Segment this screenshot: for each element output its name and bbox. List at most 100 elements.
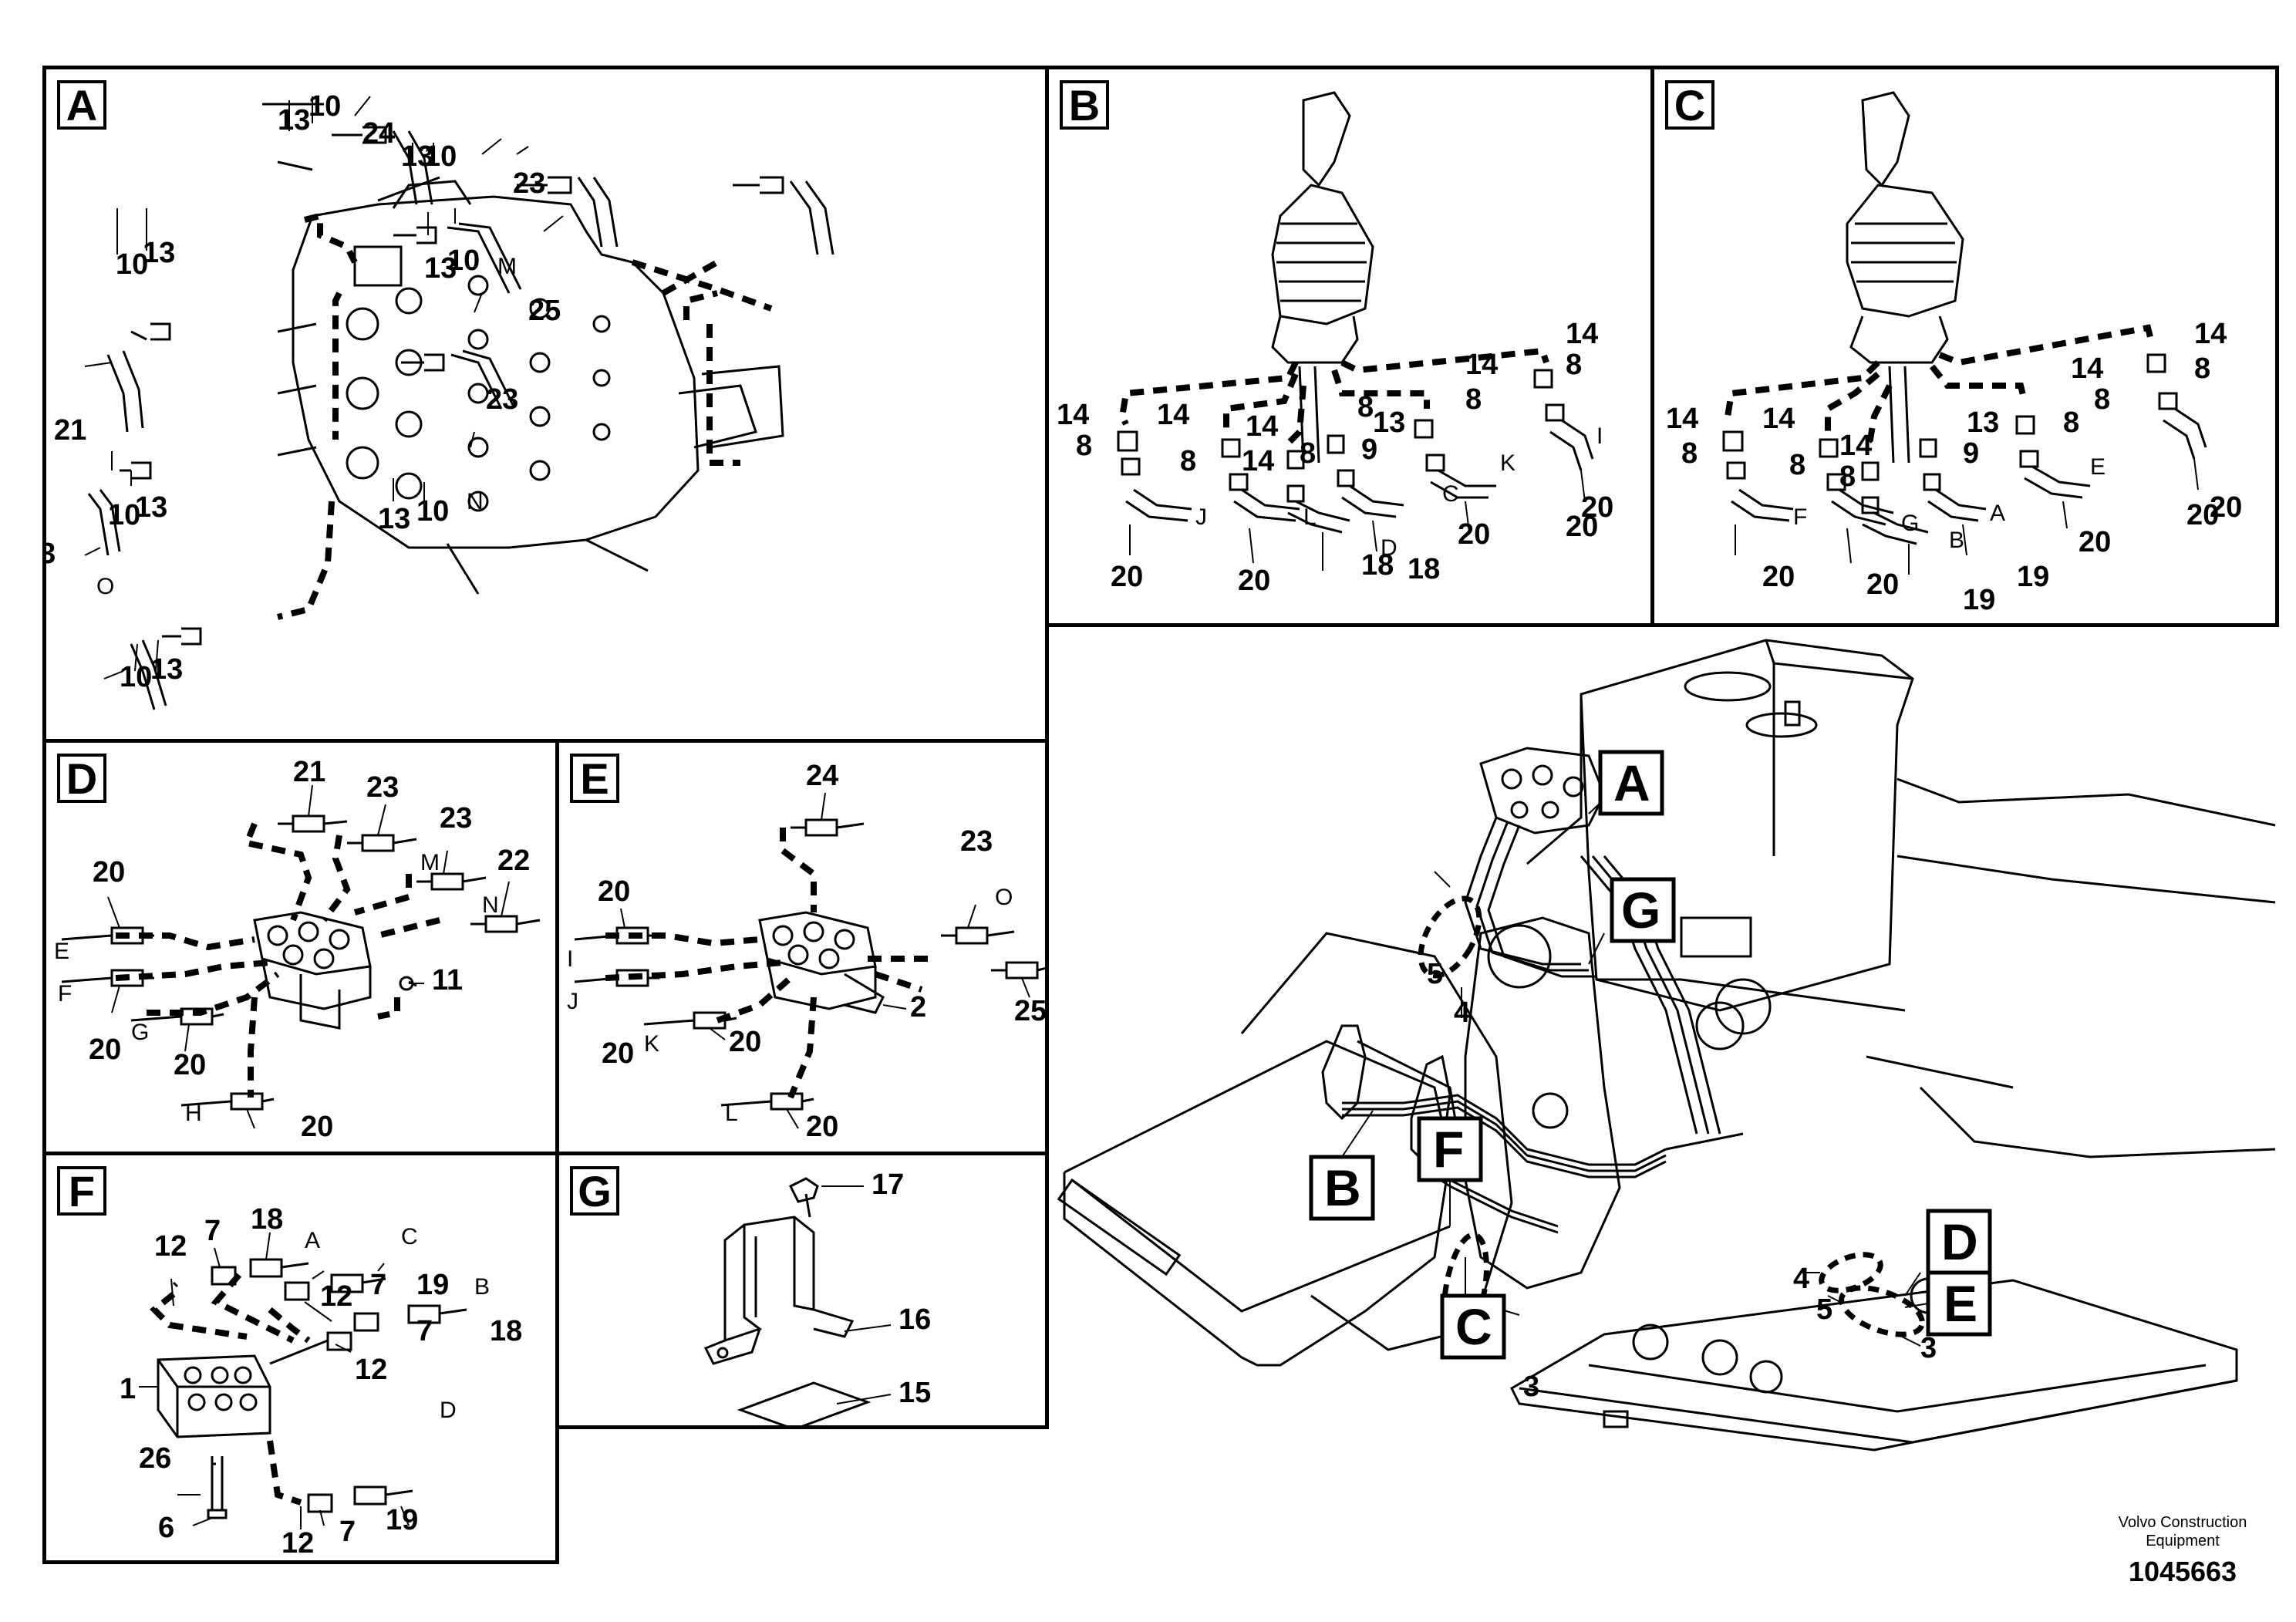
callout-g-1: 17 <box>872 1168 904 1201</box>
callout-e-8: 25 <box>1014 995 1045 1027</box>
panel-e-label: E <box>570 754 619 803</box>
callout-d-2: 23 <box>366 771 399 804</box>
overview-box-b-label: B <box>1324 1159 1361 1216</box>
callout-a-20: 23 <box>46 538 56 570</box>
callout-b-20: K <box>1500 450 1515 476</box>
panel-b-drawing: 14 14 8 14 8 14 14 13 8 14 8 8 9 8 20 20… <box>1057 91 1613 597</box>
callout-c-15: E <box>2090 454 2106 480</box>
callout-a-19: O <box>96 574 114 599</box>
callout-f-2: 12 <box>154 1230 187 1263</box>
callout-f-3: 7 <box>204 1215 221 1247</box>
callout-a-9: M <box>497 254 517 279</box>
callout-f-12: 12 <box>355 1354 387 1386</box>
brand-line-2: Equipment <box>2146 1533 2220 1549</box>
callout-f-1: 18 <box>251 1203 283 1236</box>
panel-g-label: G <box>570 1166 619 1216</box>
callout-f-5: C <box>401 1224 418 1249</box>
callout-a-24: 13 <box>150 653 183 686</box>
callout-b-26: 20 <box>1111 561 1143 593</box>
panel-b: B <box>1045 66 1654 627</box>
callout-b-25: 18 <box>1408 553 1440 585</box>
callout-a-18: 10 <box>416 495 449 528</box>
callout-f-7: B <box>474 1274 490 1300</box>
overview-callout-2: 4 <box>1454 996 1470 1029</box>
callout-e-1: 24 <box>806 760 838 792</box>
callout-b-22: 20 <box>1566 511 1598 543</box>
overview-box-g-label: G <box>1621 882 1660 939</box>
callout-b-19: C <box>1442 481 1459 507</box>
callout-e-2: 23 <box>960 825 993 858</box>
callout-f-6: 19 <box>416 1269 449 1301</box>
callout-d-8: E <box>54 939 69 964</box>
callout-a-5: 10 <box>424 140 457 173</box>
part-number: 1045663 <box>2129 1556 2237 1587</box>
callout-b-16: 20 <box>1458 518 1490 551</box>
callout-b-24: D <box>1381 535 1397 561</box>
callout-e-10: 20 <box>729 1026 761 1058</box>
callout-c-20: 20 <box>2079 526 2111 558</box>
panel-a: A <box>0 66 1049 743</box>
callout-c-22: 20 <box>1866 568 1899 601</box>
machine-overview: A G B F C D E <box>1057 639 2276 1452</box>
panel-f-label: F <box>57 1166 106 1216</box>
panel-d-drawing: 21 23 23 20 22 M N E 11 F G 20 20 H 20 <box>54 756 541 1143</box>
callout-d-14: H <box>185 1101 202 1126</box>
callout-e-3: 20 <box>598 875 630 908</box>
callout-a-12: 25 <box>528 295 561 327</box>
callout-d-7: N <box>482 892 499 918</box>
callout-a-10: 13 <box>424 252 457 285</box>
overview-box-c-label: C <box>1455 1298 1492 1355</box>
callout-d-13: 20 <box>174 1049 206 1081</box>
callout-b-3: 8 <box>1566 349 1582 381</box>
callout-f-4: A <box>305 1228 320 1253</box>
callout-b-15: 20 <box>1581 491 1613 524</box>
panel-e-drawing: 24 23 20 O I 2 J 25 K 20 20 L 20 <box>567 760 1054 1143</box>
panel-c-label: C <box>1665 80 1714 130</box>
callout-b-10: 14 <box>1242 445 1274 477</box>
callout-d-5: 22 <box>497 845 530 877</box>
callout-e-4: O <box>995 885 1013 910</box>
callout-c-5: 8 <box>2094 383 2110 416</box>
callout-c-13: 8 <box>2063 406 2079 439</box>
callout-b-6: 14 <box>1157 399 1189 431</box>
callout-f-18: 7 <box>339 1516 356 1548</box>
callout-a-8: 13 <box>143 237 175 269</box>
callout-a-4: 13 <box>401 140 433 173</box>
callout-f-17: 12 <box>282 1527 314 1560</box>
callout-d-9: 11 <box>432 964 463 996</box>
callout-f-16: 6 <box>158 1512 174 1544</box>
callout-b-5: 8 <box>1465 383 1482 416</box>
callout-c-6: 14 <box>1762 403 1795 435</box>
callout-c-23: 19 <box>1963 584 1995 616</box>
panel-f-drawing: 18 12 7 A C 19 B 12 7 18 1 12 7 D 26 6 1… <box>120 1203 522 1560</box>
callout-g-3: 15 <box>899 1377 931 1409</box>
callout-c-8: 13 <box>1967 406 1999 439</box>
callout-b-13: 9 <box>1361 433 1377 466</box>
callout-e-11: 20 <box>602 1037 634 1070</box>
panel-c-drawing: 14 14 8 14 8 14 14 13 8 8 8 9 8 20 E F G… <box>1666 91 2242 616</box>
callout-c-17: G <box>1901 511 1919 536</box>
callout-b-18: L <box>1303 504 1317 530</box>
overview-box-f: F <box>1417 1116 1483 1182</box>
callout-c-10: 8 <box>1789 449 1805 481</box>
callout-c-25: 20 <box>2186 499 2219 531</box>
callout-e-9: K <box>644 1031 659 1057</box>
callout-c-21: 20 <box>1762 561 1795 593</box>
callout-c-1: 14 <box>2194 318 2227 350</box>
callout-c-16: F <box>1793 504 1807 530</box>
overview-box-d-label: D <box>1941 1213 1978 1270</box>
overview-box-f-label: F <box>1433 1121 1464 1178</box>
callout-c-18: A <box>1990 501 2005 526</box>
callout-d-12: 20 <box>89 1034 121 1066</box>
callout-c-19: B <box>1949 528 1964 553</box>
callout-a-23: 10 <box>120 661 152 693</box>
callout-c-12: 9 <box>1963 437 1979 470</box>
brand-line-1: Volvo Construction <box>2119 1514 2247 1531</box>
callout-b-2: 14 <box>1465 349 1498 381</box>
panel-a-drawing: 13 10 24 13 10 23 10 13 M 13 10 25 21 23… <box>0 90 834 710</box>
callout-d-6: M <box>420 850 440 875</box>
callout-b-21: I <box>1596 423 1603 449</box>
callout-a-16: 13 <box>135 491 167 524</box>
callout-g-2: 16 <box>899 1303 931 1336</box>
callout-a-15: 10 <box>108 499 140 531</box>
